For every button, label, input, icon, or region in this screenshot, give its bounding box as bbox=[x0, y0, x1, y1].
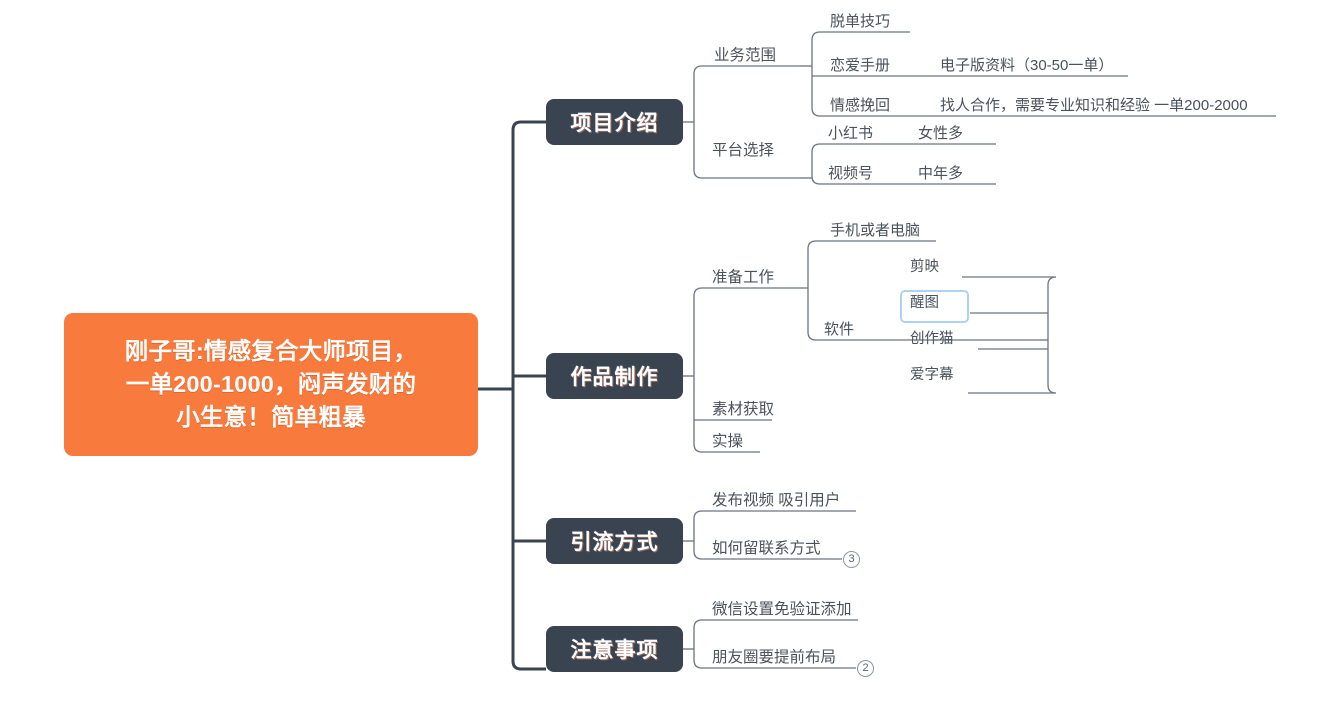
node-moments-layout-ahead[interactable]: 朋友圈要提前布局 bbox=[712, 649, 837, 666]
node-love-handbook[interactable]: 恋爱手册 bbox=[830, 57, 891, 74]
node-software[interactable]: 软件 bbox=[824, 321, 855, 338]
note-xiaohongshu[interactable]: 女性多 bbox=[918, 125, 964, 142]
node-business-scope[interactable]: 业务范围 bbox=[714, 47, 777, 64]
node-how-to-leave-contact[interactable]: 如何留联系方式 bbox=[712, 540, 821, 557]
node-material-acquisition[interactable]: 素材获取 bbox=[712, 401, 775, 418]
root-node[interactable]: 刚子哥:情感复合大师项目， 一单200-1000，闷声发财的 小生意！简单粗暴 bbox=[64, 313, 478, 456]
selection-highlight-xingtu[interactable] bbox=[900, 290, 969, 323]
node-app-aizimu[interactable]: 爱字幕 bbox=[910, 367, 954, 383]
node-app-jianying[interactable]: 剪映 bbox=[910, 259, 939, 275]
node-preparation[interactable]: 准备工作 bbox=[712, 269, 775, 286]
root-line-3: 小生意！简单粗暴 bbox=[176, 404, 366, 430]
branch-node-label: 引流方式 bbox=[570, 531, 659, 554]
node-platform-choice[interactable]: 平台选择 bbox=[712, 142, 775, 159]
node-wechat-no-verify-add[interactable]: 微信设置免验证添加 bbox=[712, 601, 852, 618]
node-video-account[interactable]: 视频号 bbox=[828, 165, 874, 182]
node-app-chuangzuomao[interactable]: 创作猫 bbox=[910, 331, 954, 347]
node-phone-or-computer[interactable]: 手机或者电脑 bbox=[830, 222, 921, 239]
badge-count-2[interactable]: 2 bbox=[857, 660, 874, 677]
branch-node-label: 作品制作 bbox=[570, 366, 659, 389]
node-single-tips[interactable]: 脱单技巧 bbox=[830, 13, 891, 30]
node-app-xingtu[interactable]: 醒图 bbox=[910, 295, 939, 311]
node-publish-video-attract-users[interactable]: 发布视频 吸引用户 bbox=[712, 492, 841, 509]
badge-count-3[interactable]: 3 bbox=[843, 551, 860, 568]
node-emotional-recovery[interactable]: 情感挽回 bbox=[830, 97, 891, 114]
branch-node-traffic-method[interactable]: 引流方式 bbox=[546, 518, 683, 564]
branch-node-precautions[interactable]: 注意事项 bbox=[546, 626, 683, 672]
branch-node-project-intro[interactable]: 项目介绍 bbox=[546, 99, 683, 145]
root-line-1: 刚子哥:情感复合大师项目， bbox=[124, 338, 418, 364]
note-video-account[interactable]: 中年多 bbox=[918, 165, 964, 182]
note-emotional-recovery[interactable]: 找人合作，需要专业知识和经验 一单200-2000 bbox=[940, 97, 1248, 114]
branch-node-label: 注意事项 bbox=[570, 639, 659, 662]
root-line-2: 一单200-1000，闷声发财的 bbox=[125, 371, 417, 397]
note-love-handbook[interactable]: 电子版资料（30-50一单） bbox=[940, 57, 1114, 74]
node-practical-operation[interactable]: 实操 bbox=[712, 433, 744, 450]
root-node-text: 刚子哥:情感复合大师项目， 一单200-1000，闷声发财的 小生意！简单粗暴 bbox=[125, 335, 417, 434]
node-xiaohongshu[interactable]: 小红书 bbox=[828, 125, 874, 142]
branch-node-label: 项目介绍 bbox=[570, 112, 659, 135]
branch-node-content-production[interactable]: 作品制作 bbox=[546, 353, 683, 399]
